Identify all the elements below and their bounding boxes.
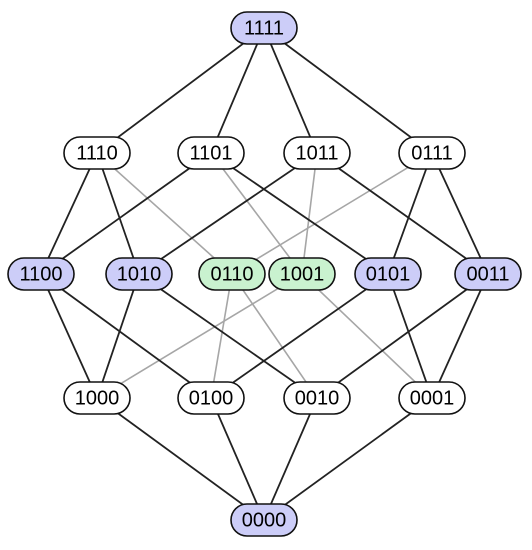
node-label-0011: 0011 <box>466 263 509 285</box>
node-0101: 0101 <box>354 257 422 291</box>
edge-1010-0010 <box>138 273 318 399</box>
node-pill-1000 <box>63 381 131 415</box>
edge-1111-1101 <box>210 27 265 154</box>
node-1011: 1011 <box>283 136 351 170</box>
edge-1000-0000 <box>96 397 265 521</box>
node-0000: 0000 <box>230 503 298 537</box>
node-pill-0110 <box>198 257 266 291</box>
edge-1011-1010 <box>138 152 318 275</box>
edge-1101-0101 <box>210 152 389 275</box>
edge-0011-0001 <box>431 273 489 399</box>
node-label-0001: 0001 <box>410 387 455 409</box>
node-pill-0011 <box>454 257 522 291</box>
edge-1110-1010 <box>96 152 140 275</box>
node-pill-0000 <box>230 503 298 537</box>
edge-1011-1001 <box>301 152 318 275</box>
node-label-0101: 0101 <box>366 263 411 285</box>
node-1101: 1101 <box>177 136 245 170</box>
node-1110: 1110 <box>63 136 131 170</box>
edge-0101-0001 <box>387 273 433 399</box>
node-1100: 1100 <box>7 257 75 291</box>
node-pill-1010 <box>105 257 173 291</box>
node-1111: 1111 <box>230 11 298 45</box>
edge-1111-0111 <box>263 27 433 154</box>
node-1000: 1000 <box>63 381 131 415</box>
edge-0110-0010 <box>231 273 318 399</box>
node-pill-0111 <box>398 136 466 170</box>
node-label-0100: 0100 <box>189 387 234 409</box>
edge-1110-1100 <box>40 152 98 275</box>
node-0010: 0010 <box>283 381 351 415</box>
node-label-1100: 1100 <box>19 263 62 285</box>
edge-0011-0010 <box>316 273 489 399</box>
node-1010: 1010 <box>105 257 173 291</box>
edge-1100-1000 <box>40 273 98 399</box>
node-label-1001: 1001 <box>280 263 325 285</box>
edge-1001-0001 <box>301 273 433 399</box>
node-pill-1110 <box>63 136 131 170</box>
edge-1011-0011 <box>316 152 489 275</box>
node-pill-0100 <box>177 381 245 415</box>
edge-1001-1000 <box>96 273 303 399</box>
edge-0010-0000 <box>263 397 318 521</box>
node-pill-0010 <box>283 381 351 415</box>
node-label-1110: 1110 <box>76 142 118 164</box>
nodes-layer: 1111 1110 1101 1011 0111 1100 1010 0110 1001 0101… <box>7 11 522 537</box>
node-1001: 1001 <box>268 257 336 291</box>
node-pill-0101 <box>354 257 422 291</box>
node-label-1111: 1111 <box>244 17 284 39</box>
node-0001: 0001 <box>398 381 466 415</box>
node-0011: 0011 <box>454 257 522 291</box>
node-pill-0001 <box>398 381 466 415</box>
edges-layer <box>40 27 489 521</box>
node-label-0111: 0111 <box>411 142 453 164</box>
edge-1101-1100 <box>40 152 212 275</box>
edge-0100-0000 <box>210 397 265 521</box>
node-0111: 0111 <box>398 136 466 170</box>
node-0100: 0100 <box>177 381 245 415</box>
node-label-1011: 1011 <box>295 142 338 164</box>
edge-1010-1000 <box>96 273 140 399</box>
node-0110: 0110 <box>198 257 266 291</box>
node-pill-1100 <box>7 257 75 291</box>
node-pill-1011 <box>283 136 351 170</box>
edge-0111-0110 <box>231 152 433 275</box>
edge-0111-0011 <box>431 152 489 275</box>
edge-0111-0101 <box>387 152 433 275</box>
edge-1111-1110 <box>96 27 265 154</box>
node-label-0010: 0010 <box>295 387 340 409</box>
node-label-1000: 1000 <box>75 387 120 409</box>
node-pill-1001 <box>268 257 336 291</box>
node-label-1101: 1101 <box>189 142 232 164</box>
edge-0110-0100 <box>210 273 233 399</box>
edge-1100-0100 <box>40 273 212 399</box>
edge-0001-0000 <box>263 397 433 521</box>
node-label-0000: 0000 <box>242 509 287 531</box>
node-pill-1111 <box>230 11 298 45</box>
node-label-0110: 0110 <box>210 263 253 285</box>
edge-0101-0100 <box>210 273 389 399</box>
node-label-1010: 1010 <box>117 263 162 285</box>
node-pill-1101 <box>177 136 245 170</box>
edge-1110-0110 <box>96 152 233 275</box>
edge-1111-1011 <box>263 27 318 154</box>
edge-1101-1001 <box>210 152 303 275</box>
